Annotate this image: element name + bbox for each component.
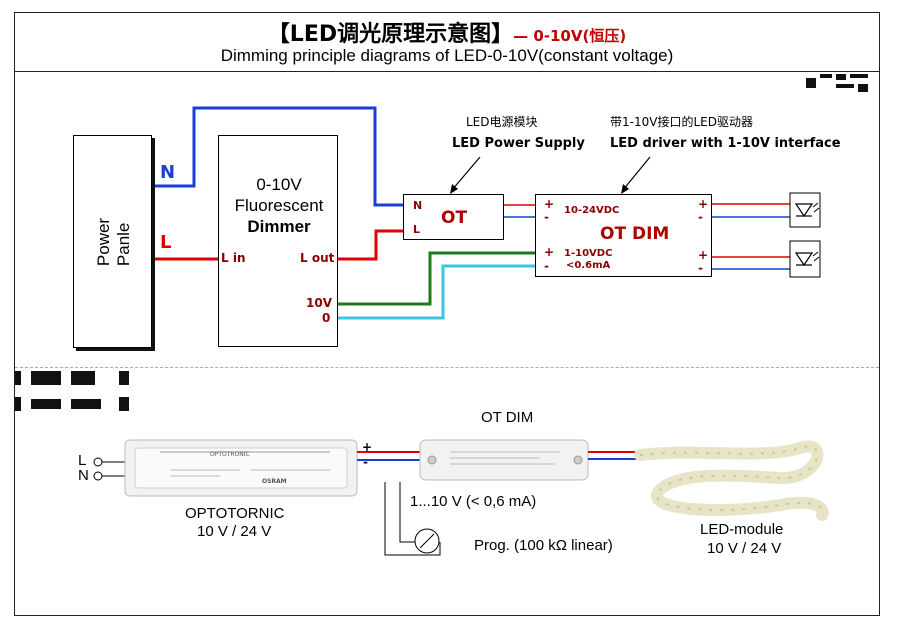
otdim-ctrl-range: 1-10VDC [564,248,613,259]
optotronic-device-icon [124,439,358,497]
logo-mark-icon [806,74,868,92]
neutral-wire [152,106,403,207]
section-divider [15,367,879,368]
otdim-current: <0.6mA [566,260,611,271]
power-supply-cn: LED电源模块 [466,115,538,129]
ot-dim-driver: + - 10-24VDC + - OT DIM + - 1-10VDC <0.6… [535,194,712,277]
otdim-label: OT DIM [600,224,670,244]
title-separator [14,71,880,72]
power-supply-en: LED Power Supply [452,136,585,151]
otdim-out1-plus: + [698,197,709,211]
neutral-label: N [160,162,176,183]
title-english: Dimming principle diagrams of LED-0-10V(… [220,46,674,65]
line-label: L [160,232,172,253]
otdim-in-minus: - [544,210,549,224]
led-module-name: LED-module [700,521,784,538]
prog-wire-2 [384,482,441,556]
otdim-ctrl-plus: + [544,245,555,259]
dimmer-title-line3: Dimmer [247,217,311,236]
photo-otdim-label: OT DIM [481,409,534,426]
fluorescent-dimmer: 0-10V Fluorescent Dimmer [218,135,338,347]
dimmer-title: 0-10V Fluorescent Dimmer [219,174,339,237]
led-strip-icon [634,440,829,521]
title-cn-text: 【LED调光原理示意图】 [267,22,514,47]
arrow-power-supply-icon [450,156,481,194]
led-symbol-1-icon [789,192,821,228]
redacted-mark-icon [15,371,129,411]
title-accent: — 0-10V(恒压) [513,27,627,45]
driver-cn: 带1-10V接口的LED驱动器 [610,115,753,129]
device-maker-text: OSRAM [262,478,287,485]
device-brand-text: OPTOTRONIC [210,451,250,458]
ctrl-plus-wire [338,251,535,306]
photo-l-label: L [78,452,87,469]
otdim-out2-plus: + [698,248,709,262]
prog-wire-1 [399,482,415,543]
ot-label: OT [441,208,468,228]
control-range: 1...10 V (< 0,6 mA) [410,493,537,510]
ot-l-terminal: L [413,223,421,236]
dimmer-title-line1: 0-10V [256,175,302,194]
power-panel: Power Panle [73,135,152,348]
photo-plus: + [362,440,373,454]
title-chinese: 【LED调光原理示意图】— 0-10V(恒压) [14,16,880,48]
photo-minus: - [363,455,368,469]
otdim-out2-minus: - [698,261,703,275]
prog-label: Prog. (100 kΩ linear) [474,537,613,554]
optotornic-spec: 10 V / 24 V [197,523,272,540]
otdim-in-range: 10-24VDC [564,205,620,216]
dimmer-l-out: L out [300,251,335,265]
dimmer-10v: 10V [306,296,332,310]
arrow-driver-icon [621,156,651,194]
optotornic-name: OPTOTORNIC [185,505,285,522]
otdim-out1-minus: - [698,210,703,224]
power-panel-label: Power Panle [94,217,133,267]
ot-n-terminal: N [413,199,423,212]
otdim-device-icon [419,439,589,481]
photo-n-label: N [78,467,89,484]
dimmer-zero: 0 [322,311,331,325]
led-module-spec: 10 V / 24 V [707,540,782,557]
driver-en: LED driver with 1-10V interface [610,136,841,151]
otdim-ctrl-minus: - [544,259,549,273]
dimmer-title-line2: Fluorescent [234,196,324,215]
ot-power-supply: N L OT [403,194,504,240]
ctrl-minus-wire [338,264,535,320]
line-wire-out [338,229,403,261]
potentiometer-icon [414,528,440,554]
terminal-n-icon [93,471,125,481]
terminal-l-icon [93,457,125,467]
otdim-in-plus: + [544,197,555,211]
dimmer-l-in: L in [221,251,246,265]
led-symbol-2-icon [789,240,821,278]
figure-frame [14,12,880,616]
